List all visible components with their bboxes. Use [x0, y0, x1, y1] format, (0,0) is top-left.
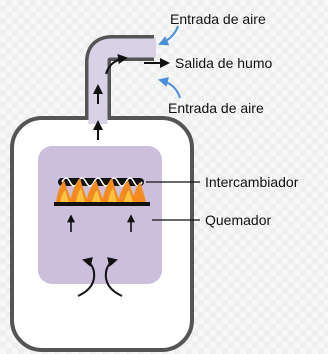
air-swirl-right: [104, 257, 123, 297]
combustion-chamber: [38, 146, 162, 284]
air-inlet-top-arrow: [158, 25, 179, 46]
air-inlet-bottom-arrow: [158, 77, 181, 99]
heat-exchanger-coil: [58, 177, 144, 187]
label-air-inlet-top: Entrada de aire: [170, 11, 266, 27]
label-burner: Quemador: [205, 212, 271, 228]
label-air-inlet-bottom: Entrada de aire: [168, 100, 264, 116]
label-heat-exchanger: Intercambiador: [205, 174, 299, 190]
burner-bar: [54, 202, 150, 206]
air-swirl-left: [77, 257, 96, 297]
label-smoke-outlet: Salida de humo: [175, 55, 273, 71]
flue-curve-arrow: [105, 54, 128, 75]
flue-pipe-inner: [88, 38, 156, 124]
burner-flames: [56, 178, 146, 202]
